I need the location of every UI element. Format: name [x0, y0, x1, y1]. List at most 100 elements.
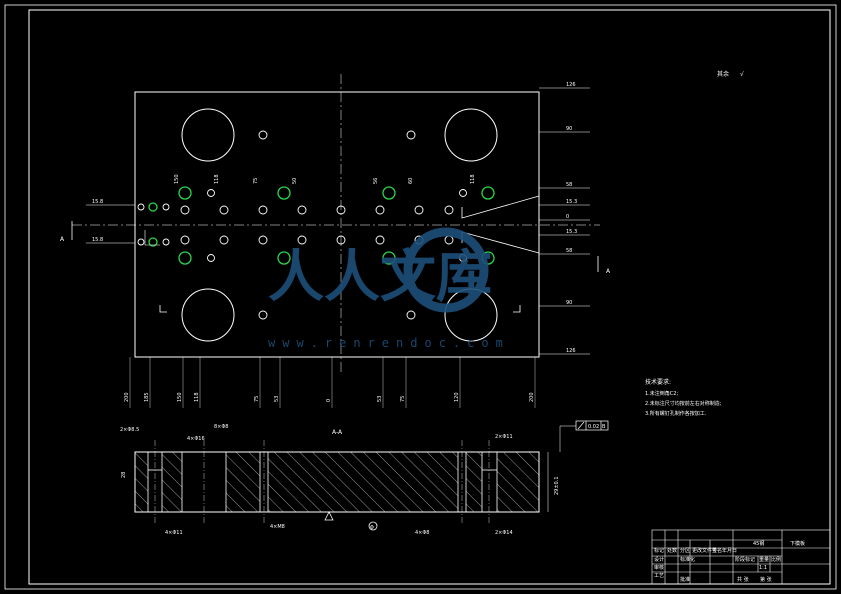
section-callout: 4×Φ11	[165, 530, 183, 536]
left-dimensions: 15.8 15.8	[86, 199, 135, 244]
section-hatch	[135, 452, 148, 512]
watermark-url: www.renrendoc.com	[268, 336, 510, 350]
small-hole	[180, 205, 190, 215]
right-dim-label: 126	[566, 82, 576, 88]
small-hole	[459, 254, 467, 262]
guide-hole	[444, 288, 498, 342]
parallelism-icon	[577, 421, 585, 430]
small-hole	[207, 189, 215, 197]
bottom-dim-label: 150	[177, 392, 183, 402]
section-centerlines	[154, 440, 490, 525]
highlighted-hole	[148, 237, 158, 247]
part-scale: 1:1	[759, 565, 767, 571]
small-hole	[375, 235, 385, 245]
section-callout: 2×Φ11	[495, 434, 513, 440]
guide-holes	[181, 108, 498, 342]
small-hole	[258, 235, 268, 245]
tb-row-label: 标记	[654, 547, 664, 554]
small-hole	[207, 254, 215, 262]
bottom-dim-label: 120	[454, 392, 460, 402]
plate-outline	[134, 91, 540, 358]
section-view: A-A	[120, 420, 609, 536]
vertical-dim-label: 75	[253, 178, 259, 184]
tb-row-label: 分区	[680, 547, 690, 554]
part-name: 下模板	[790, 540, 805, 547]
small-hole	[258, 130, 268, 140]
small-hole	[297, 235, 307, 245]
right-dim-label: 58	[566, 182, 572, 188]
section-height-right: 29±0.1	[554, 476, 560, 495]
small-hole	[414, 205, 424, 215]
tb-label: 比例	[771, 556, 781, 563]
title-block-text: 下模板 45钢 1:1 标记 处数 分区 更改文件号 签名 年月日 设计 标准化…	[654, 540, 805, 583]
center-mark: Φ	[370, 525, 374, 531]
title-block	[651, 529, 831, 585]
small-hole	[137, 238, 145, 246]
note-item: 3.所有螺钉孔制作各按加工.	[645, 410, 707, 417]
small-hole	[258, 205, 268, 215]
right-dim-label: 90	[566, 300, 572, 306]
section-callout: 4×M8	[270, 524, 285, 530]
small-hole	[162, 238, 170, 246]
vertical-dim-label: 60	[408, 178, 414, 184]
small-hole	[375, 205, 385, 215]
small-hole	[137, 203, 145, 211]
tb-label: 阶段标记	[735, 556, 755, 563]
tb-label: 设计	[654, 556, 664, 563]
section-callout: 4×Φ8	[415, 530, 430, 536]
slot-edge-top	[461, 195, 540, 219]
bore	[481, 451, 498, 513]
small-hole	[406, 130, 416, 140]
left-dim-label: 15.8	[92, 237, 103, 243]
roughness-mark: √	[740, 71, 744, 78]
tb-label: 重量	[759, 556, 769, 563]
small-hole	[162, 203, 170, 211]
small-holes	[137, 130, 467, 320]
left-dim-label: 15.8	[92, 199, 103, 205]
inner-border	[28, 9, 831, 585]
section-marker-left: A	[60, 236, 65, 243]
right-dim-label: 126	[566, 348, 576, 354]
technical-notes: 技术要求: 1.未注倒角C2; 2.未标注尺寸均按前左右对称制造; 3.所有螺钉…	[645, 378, 722, 417]
highlighted-hole	[382, 186, 396, 200]
right-dim-label: 58	[566, 248, 572, 254]
tolerance-frame	[575, 420, 609, 431]
small-hole	[459, 189, 467, 197]
bottom-dim-label: 53	[377, 396, 383, 402]
small-hole	[258, 310, 268, 320]
tb-label: 批准	[680, 576, 690, 583]
highlighted-hole	[481, 186, 495, 200]
right-dim-label: 90	[566, 126, 572, 132]
section-callout: 2×Φ14	[495, 530, 513, 536]
corner-roughness-label: 其余	[717, 70, 729, 78]
small-hole	[297, 205, 307, 215]
small-hole	[219, 205, 229, 215]
tb-row-label: 处数	[667, 547, 677, 554]
section-callout: 4×Φ16	[187, 436, 205, 442]
guide-hole	[181, 108, 235, 162]
watermark-text: 人人文库	[268, 244, 492, 310]
highlighted-hole	[382, 251, 396, 265]
small-hole	[336, 205, 346, 215]
corner-tick	[513, 305, 521, 313]
section-hatch	[466, 452, 482, 512]
small-hole	[336, 235, 346, 245]
vertical-dim-label: 50	[292, 178, 298, 184]
guide-hole	[444, 108, 498, 162]
vertical-dim-label: 118	[214, 174, 220, 184]
highlighted-holes	[148, 186, 495, 265]
small-hole	[180, 235, 190, 245]
bottom-dim-label: 0	[326, 399, 332, 402]
tolerance-datum: B	[602, 424, 606, 430]
corner-tick	[159, 305, 167, 313]
bottom-dim-label: 200	[124, 392, 130, 402]
bottom-dim-label: 118	[194, 392, 200, 402]
outer-border	[4, 4, 837, 590]
guide-hole	[181, 288, 235, 342]
tb-label: 审核	[654, 564, 664, 571]
vertical-dim-label: 56	[373, 178, 379, 184]
